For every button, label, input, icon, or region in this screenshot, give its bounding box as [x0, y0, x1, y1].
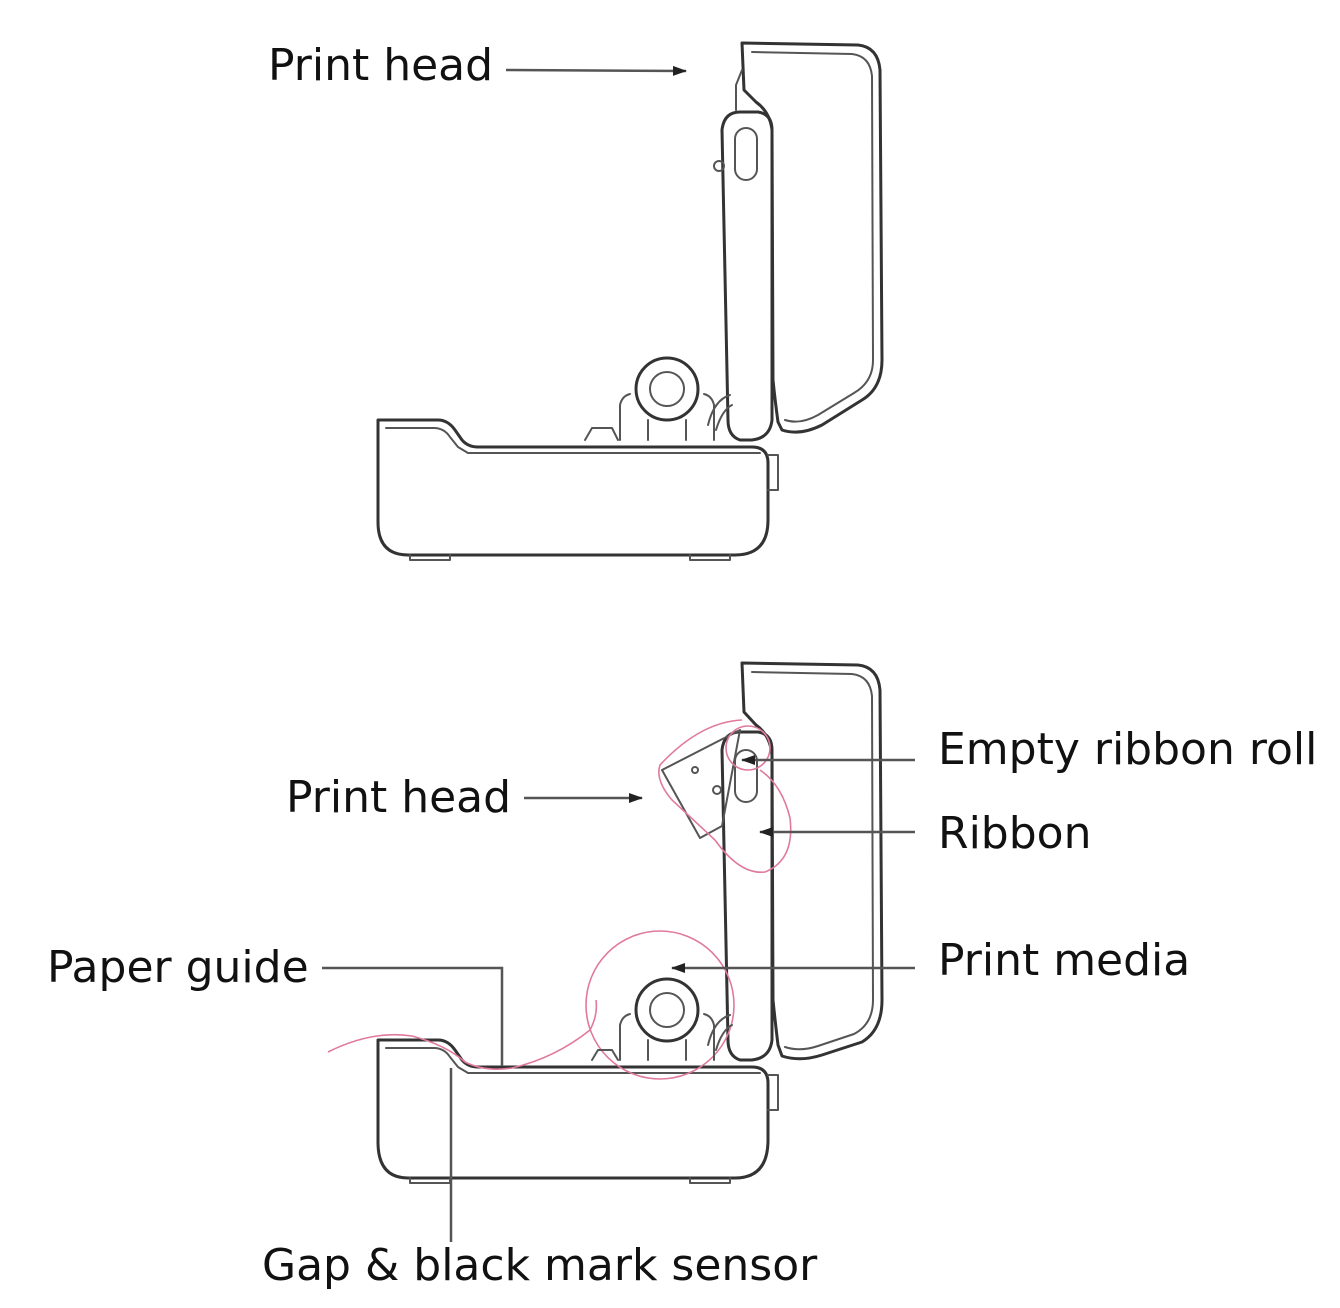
printer-open-top-view: Print head	[268, 40, 884, 561]
ribbon-label: Ribbon	[938, 808, 1091, 859]
printer-base	[376, 418, 770, 557]
print-head-pin	[713, 160, 725, 172]
print-head-block	[661, 729, 741, 839]
print-head-arrow-top	[505, 65, 687, 76]
print-media-label: Print media	[938, 935, 1190, 986]
media-spindle-hub	[649, 992, 685, 1028]
empty-ribbon-roll-label: Empty ribbon roll	[938, 724, 1317, 775]
print-head-pin	[712, 785, 722, 795]
print-head-label-top: Print head	[268, 40, 493, 91]
printer-feet	[409, 554, 731, 561]
printer-lid	[740, 41, 884, 434]
print-head-hinge	[735, 69, 743, 111]
print-head-pin	[691, 766, 699, 774]
head-latch	[707, 1014, 733, 1051]
printer-lid	[740, 661, 884, 1061]
print-head-label-bottom: Print head	[286, 772, 511, 823]
printer-base-inner	[385, 1047, 761, 1074]
media-spindle-hub	[649, 371, 685, 407]
empty-ribbon-roll-outline	[725, 725, 771, 771]
printer-lid-inner	[751, 671, 874, 1051]
ribbon-path	[658, 719, 792, 873]
print-head-slot	[734, 127, 758, 181]
paper-guide-leader	[322, 966, 504, 1066]
printer-lid-inner	[751, 51, 874, 423]
print-media-roll	[585, 930, 735, 1080]
gap-black-mark-sensor-label: Gap & black mark sensor	[262, 1240, 818, 1291]
printer-loaded-bottom-view: Print head Empty ribbon roll Ribbon Prin…	[47, 661, 1317, 1291]
printer-base-inner	[385, 427, 761, 454]
print-head-arm	[720, 110, 774, 442]
media-holder	[619, 1013, 715, 1061]
paper-guide-label: Paper guide	[47, 942, 309, 993]
media-holder	[619, 393, 715, 441]
media-spindle	[634, 977, 700, 1043]
head-latch	[707, 394, 733, 431]
base-side-latch	[767, 454, 779, 491]
print-media-feed	[327, 999, 598, 1070]
media-spindle	[634, 356, 700, 422]
paper-guide-tab	[591, 1049, 619, 1061]
ribbon-roll-slot	[734, 749, 758, 803]
printer-base	[376, 1038, 770, 1180]
paper-guide-tab	[584, 427, 619, 441]
base-side-latch	[767, 1074, 779, 1111]
